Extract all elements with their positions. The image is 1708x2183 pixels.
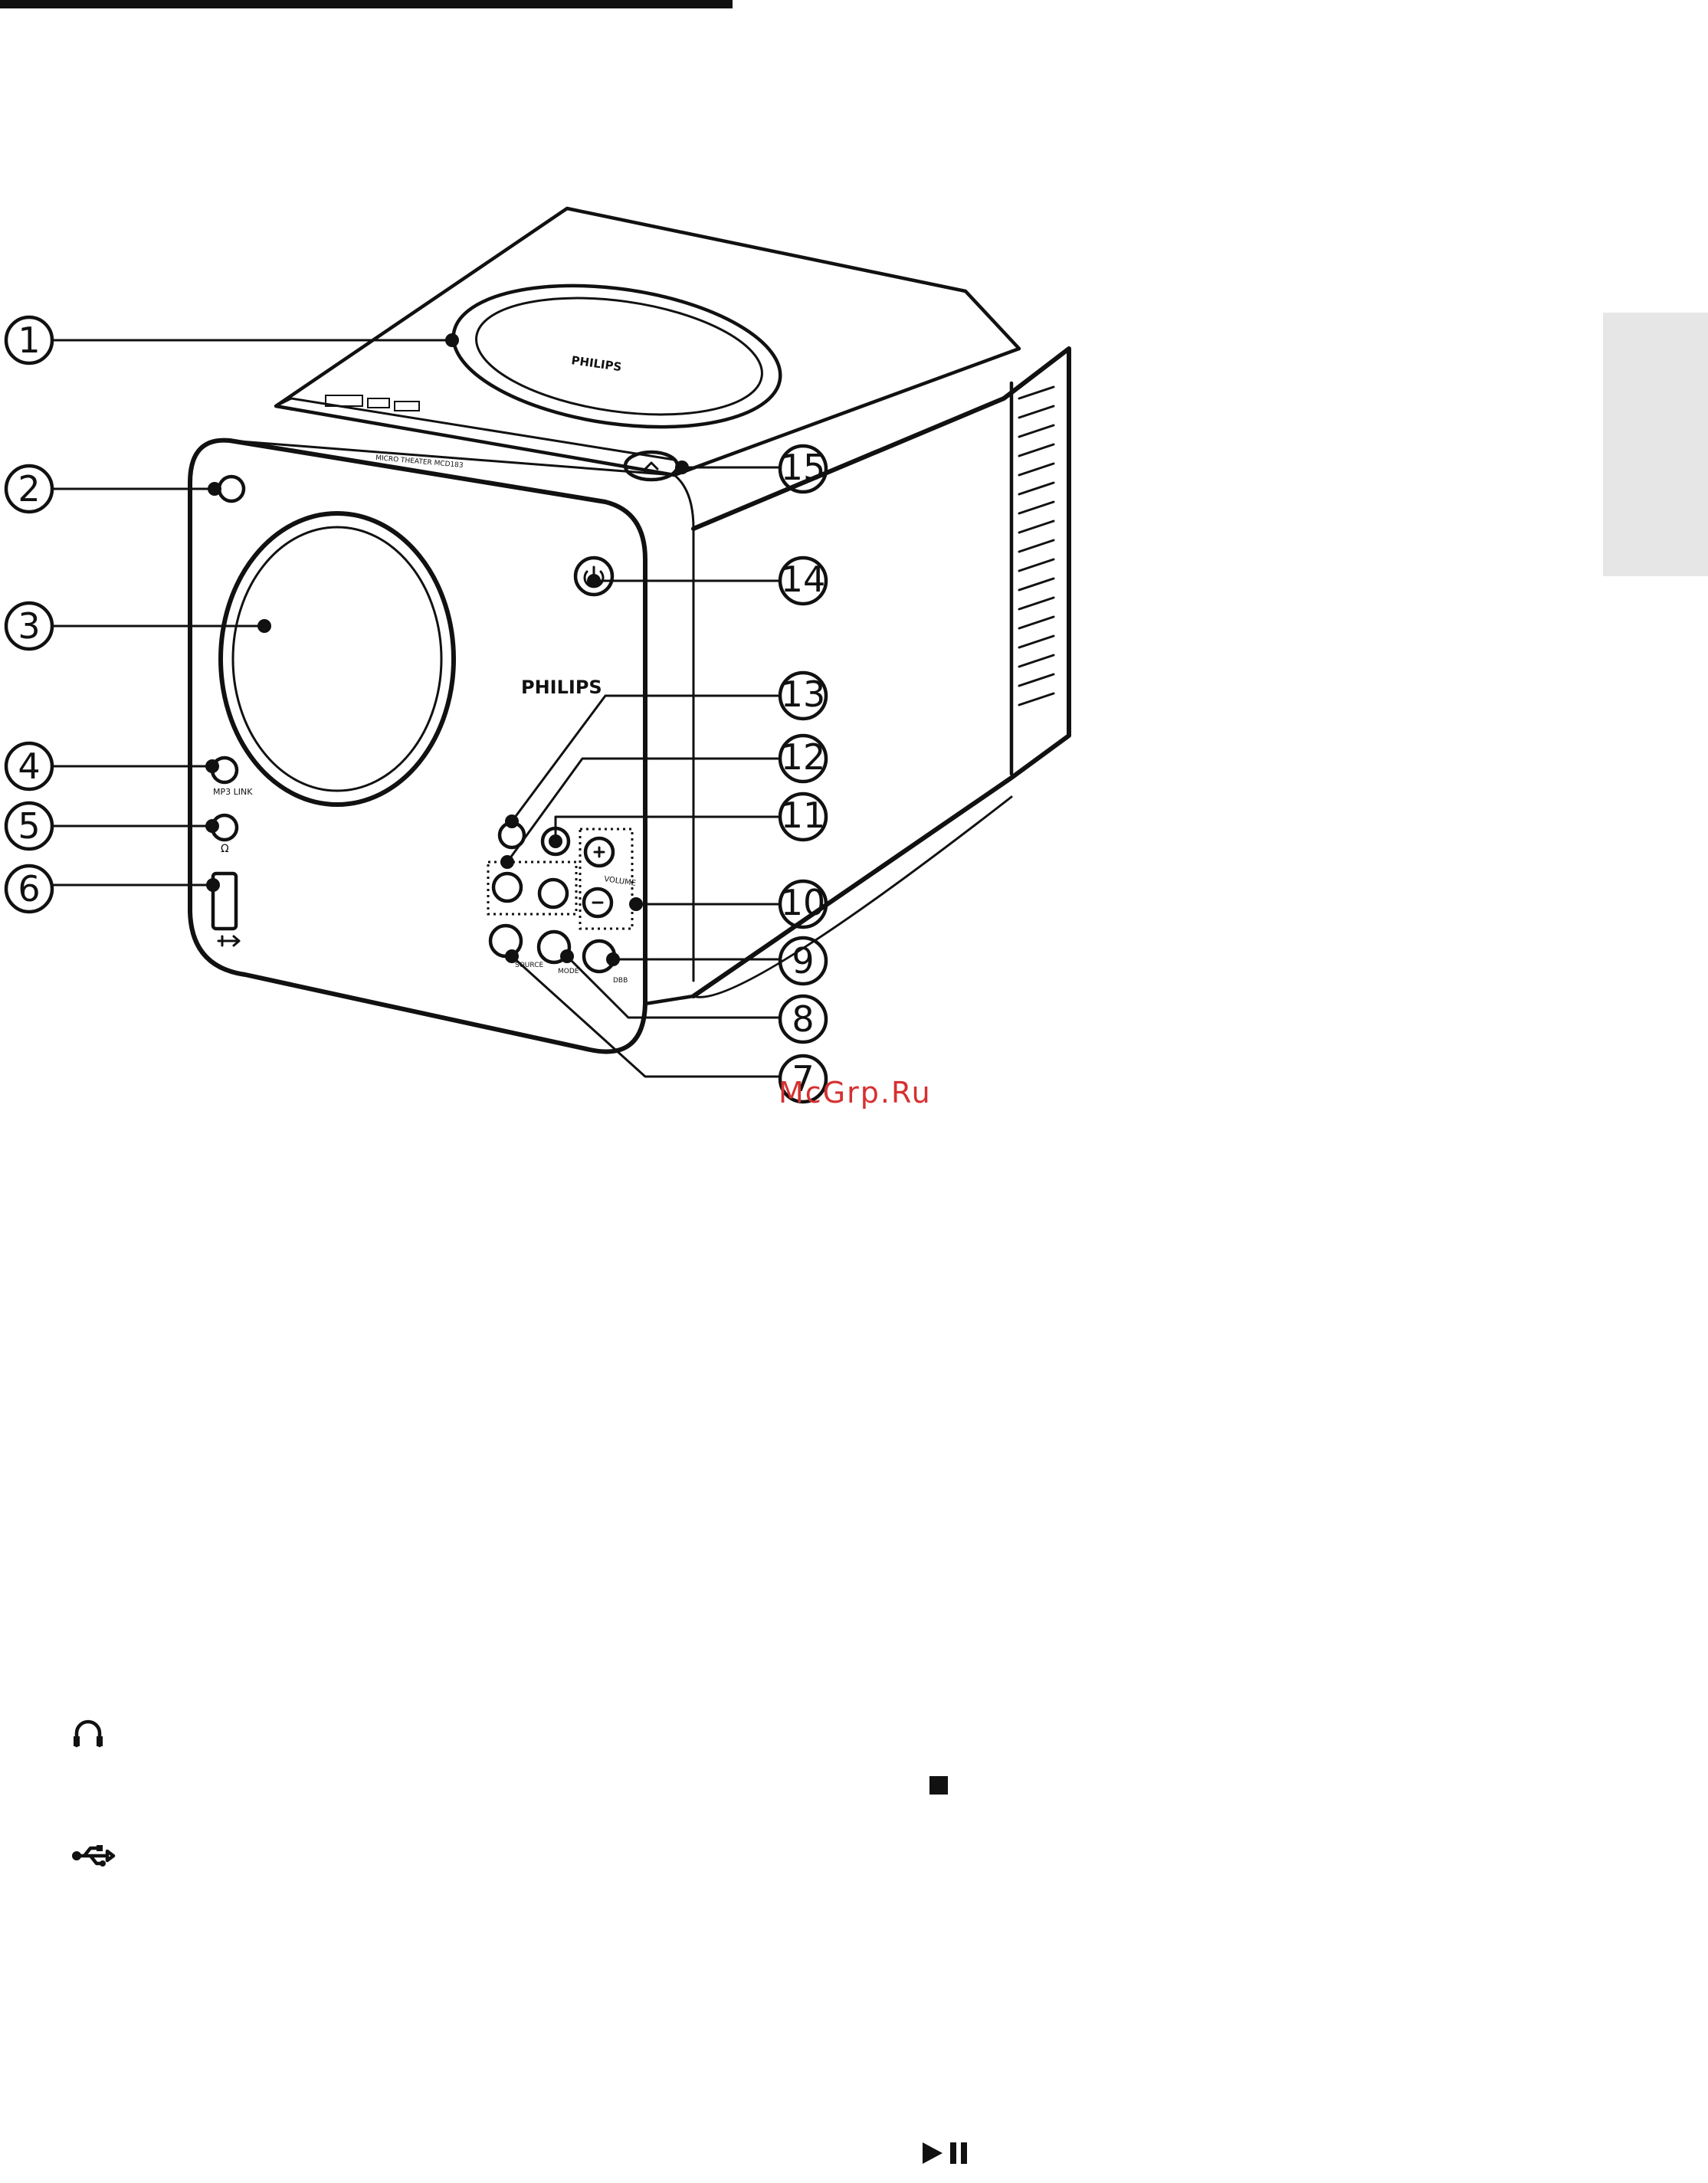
headphone-icon: [74, 1722, 103, 1746]
leader-lines: [54, 340, 780, 1077]
callout-10: 10: [780, 881, 826, 927]
volume-up-glyph: [595, 847, 604, 857]
svg-text:10: 10: [781, 882, 826, 923]
callout-13: 13: [780, 673, 826, 719]
play-pause-icon: [923, 2142, 967, 2164]
callout-11: 11: [780, 794, 826, 840]
svg-text:8: 8: [792, 998, 814, 1040]
callout-3: 3: [6, 603, 52, 649]
mp3-link-label: MP3 LINK: [213, 787, 253, 797]
callout-1: 1: [6, 317, 52, 363]
svg-text:1: 1: [18, 320, 40, 361]
svg-text:4: 4: [18, 746, 40, 787]
callout-15: 15: [780, 446, 826, 492]
svg-text:3: 3: [18, 605, 40, 647]
ir-sensor: [219, 477, 244, 501]
previous-button[interactable]: [493, 874, 521, 901]
usb-icon: [72, 1845, 113, 1867]
callout-2: 2: [6, 466, 52, 512]
top-brand-logo: PHILIPS: [570, 353, 622, 374]
watermark: McGrp.Ru: [779, 1071, 1016, 1114]
skip-group: [488, 862, 576, 914]
callout-9: 9: [780, 938, 826, 984]
disc-compartment: [444, 267, 789, 446]
svg-text:6: 6: [18, 868, 40, 910]
svg-text:9: 9: [792, 940, 814, 982]
svg-text:5: 5: [18, 805, 40, 847]
callout-8: 8: [780, 996, 826, 1042]
svg-text:12: 12: [781, 736, 826, 778]
svg-text:11: 11: [781, 795, 826, 836]
callout-5: 5: [6, 803, 52, 849]
mode-label: MODE: [558, 968, 579, 975]
cabinet-outline: [190, 208, 1069, 1052]
stop-icon: [929, 1776, 948, 1795]
display-window: [221, 513, 454, 805]
next-button[interactable]: [539, 880, 567, 907]
svg-text:15: 15: [781, 447, 826, 488]
svg-text:14: 14: [781, 559, 826, 600]
callout-dots: [205, 333, 689, 966]
dbb-label: DBB: [613, 977, 628, 985]
headphone-jack-glyph: Ω: [221, 843, 229, 855]
callout-6: 6: [6, 866, 52, 912]
eject-icon: [645, 463, 657, 469]
front-brand-logo: PHILIPS: [521, 677, 602, 698]
format-logos: [326, 395, 419, 411]
svg-text:13: 13: [781, 674, 826, 715]
usb-port-glyph: [218, 936, 239, 946]
side-vents: [1019, 387, 1054, 705]
svg-text:2: 2: [18, 468, 40, 510]
callout-14: 14: [780, 558, 826, 604]
callout-12: 12: [780, 736, 826, 782]
callout-4: 4: [6, 743, 52, 789]
